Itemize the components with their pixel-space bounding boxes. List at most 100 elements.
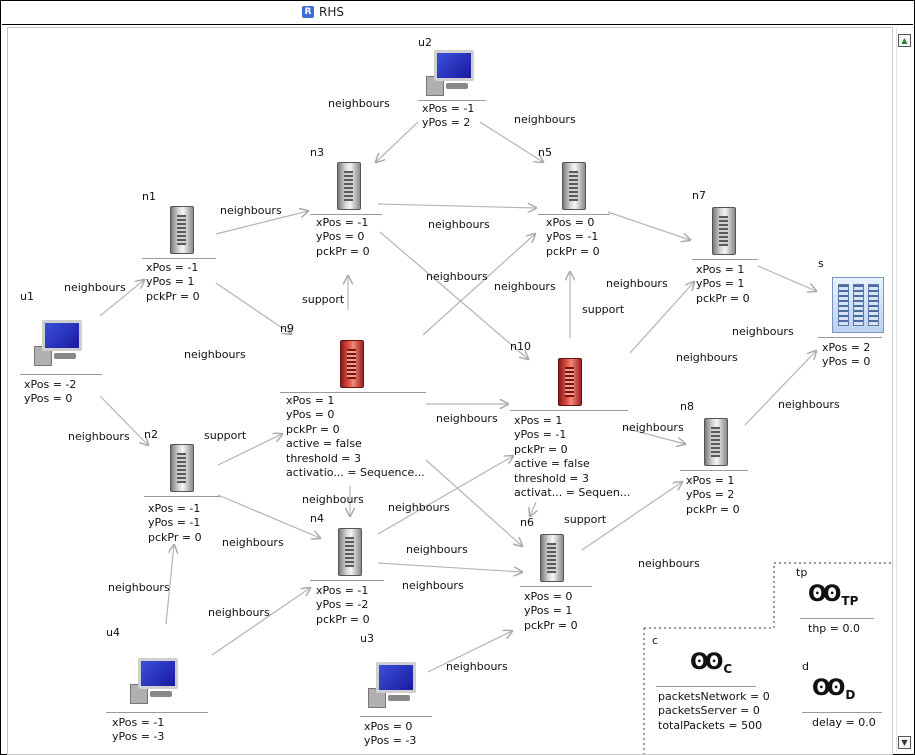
edge-layer bbox=[99, 121, 892, 754]
edge-label: neighbours bbox=[68, 430, 130, 443]
edge-label: neighbours bbox=[606, 277, 668, 290]
node-attributes: thp = 0.0 bbox=[808, 622, 860, 635]
node-attributes: xPos = 0 yPos = -3 bbox=[364, 720, 417, 748]
edge-label: neighbours bbox=[388, 501, 450, 514]
node-name: n4 bbox=[310, 512, 324, 525]
node-attributes: xPos = -1 yPos = 0 pckPr = 0 bbox=[316, 216, 370, 258]
edge-n1-n9 bbox=[215, 282, 291, 334]
edge-n2-n4 bbox=[217, 494, 320, 538]
node-attributes: xPos = -1 yPos = 2 bbox=[422, 102, 475, 130]
node-name: n8 bbox=[680, 400, 694, 413]
edge-label: neighbours bbox=[220, 204, 282, 217]
edge-n4-n10 bbox=[377, 456, 513, 535]
server-icon bbox=[704, 418, 728, 466]
node-attributes: xPos = 1 yPos = 0 pckPr = 0 active = fal… bbox=[286, 394, 425, 480]
edge-label: neighbours bbox=[732, 325, 794, 338]
monitor-area-border bbox=[644, 562, 892, 629]
scroll-up-arrow-icon[interactable]: ▲ bbox=[898, 34, 911, 47]
edge-n9-n6 bbox=[425, 459, 522, 546]
node-attributes: xPos = -1 yPos = -2 pckPr = 0 bbox=[316, 584, 370, 626]
edge-n2-n9 bbox=[217, 434, 282, 466]
monitor-icon bbox=[130, 658, 180, 704]
edge-n9-n5 bbox=[422, 234, 535, 336]
node-name: n2 bbox=[144, 428, 158, 441]
node-name: s bbox=[818, 257, 824, 270]
node-attributes: xPos = 0 yPos = 1 pckPr = 0 bbox=[524, 590, 578, 632]
edge-label: neighbours bbox=[328, 97, 390, 110]
node-name: u2 bbox=[418, 36, 432, 49]
edge-label: neighbours bbox=[302, 493, 364, 506]
red-server-icon bbox=[558, 358, 582, 406]
edge-label: neighbours bbox=[778, 398, 840, 411]
node-name: n10 bbox=[510, 340, 531, 353]
edge-label: support bbox=[582, 303, 625, 316]
rhs-file-icon: R bbox=[302, 6, 314, 18]
edge-u1-n1 bbox=[99, 280, 144, 317]
monitor-icon bbox=[34, 320, 84, 366]
edge-label: neighbours bbox=[406, 543, 468, 556]
edge-u4-n4 bbox=[211, 588, 310, 656]
node-name: n5 bbox=[538, 146, 552, 159]
edge-u2-n5 bbox=[479, 121, 543, 162]
edge-n3-n5 bbox=[377, 204, 536, 208]
edge-n10-n8 bbox=[623, 427, 685, 444]
server-icon bbox=[170, 206, 194, 254]
edge-label: neighbours bbox=[184, 348, 246, 361]
editor-tab-bar: R RHS bbox=[2, 2, 913, 25]
edge-label: neighbours bbox=[208, 606, 270, 619]
edge-u1-n2 bbox=[99, 395, 148, 445]
editor-tab-title[interactable]: RHS bbox=[319, 5, 344, 19]
node-name: u1 bbox=[20, 290, 34, 303]
edge-label: support bbox=[302, 293, 345, 306]
node-attributes: xPos = 1 yPos = -1 pckPr = 0 active = fa… bbox=[514, 414, 631, 500]
server-icon bbox=[337, 162, 361, 210]
server-icon bbox=[338, 528, 362, 576]
edge-label: support bbox=[564, 513, 607, 526]
node-attributes: xPos = 0 yPos = -1 pckPr = 0 bbox=[546, 216, 600, 258]
node-name: c bbox=[652, 634, 659, 647]
edge-label: neighbours bbox=[494, 280, 556, 293]
edge-n4-n6 bbox=[377, 562, 522, 572]
monitor-icon bbox=[368, 662, 418, 708]
edge-label: neighbours bbox=[638, 557, 700, 570]
diagram-canvas[interactable]: u2 xPos = -1 yPos = 2 n3 xPos = -1 yPos … bbox=[7, 27, 893, 755]
red-server-icon bbox=[340, 340, 364, 388]
node-attributes: xPos = -1 yPos = -3 bbox=[112, 716, 165, 744]
edge-label: neighbours bbox=[108, 581, 170, 594]
edge-label: neighbours bbox=[622, 421, 684, 434]
node-name: u3 bbox=[360, 632, 374, 645]
node-name: n1 bbox=[142, 190, 156, 203]
server-icon bbox=[540, 534, 564, 582]
edge-label: neighbours bbox=[64, 281, 126, 294]
node-attributes: xPos = -1 yPos = 1 pckPr = 0 bbox=[146, 261, 200, 303]
edge-label: neighbours bbox=[676, 351, 738, 364]
edge-n10-n7 bbox=[629, 282, 694, 354]
node-name: n3 bbox=[310, 146, 324, 159]
edge-n3-n10 bbox=[379, 231, 528, 359]
vertical-scrollbar[interactable]: ▲ ▼ bbox=[896, 28, 912, 753]
edge-u2-n3 bbox=[376, 121, 419, 162]
node-name: tp bbox=[796, 566, 808, 579]
node-name: n6 bbox=[520, 516, 534, 529]
node-attributes: xPos = 1 yPos = 1 pckPr = 0 bbox=[696, 263, 750, 305]
edge-label: neighbours bbox=[426, 270, 488, 283]
node-attributes: xPos = 2 yPos = 0 bbox=[822, 341, 871, 369]
node-attributes: xPos = -1 yPos = -1 pckPr = 0 bbox=[148, 502, 202, 544]
edge-label: neighbours bbox=[402, 579, 464, 592]
edge-n8-s bbox=[744, 351, 816, 426]
node-attributes: xPos = 1 yPos = 2 pckPr = 0 bbox=[686, 474, 740, 516]
edge-label: neighbours bbox=[222, 536, 284, 549]
server-icon bbox=[712, 207, 736, 255]
server-cluster-icon bbox=[832, 277, 884, 333]
server-icon bbox=[562, 162, 586, 210]
edge-label: neighbours bbox=[436, 412, 498, 425]
edge-label: neighbours bbox=[514, 113, 576, 126]
node-name: n9 bbox=[280, 322, 294, 335]
node-name: d bbox=[802, 660, 809, 673]
edge-n6-n8 bbox=[581, 482, 682, 551]
scroll-down-arrow-icon[interactable]: ▼ bbox=[898, 736, 911, 749]
